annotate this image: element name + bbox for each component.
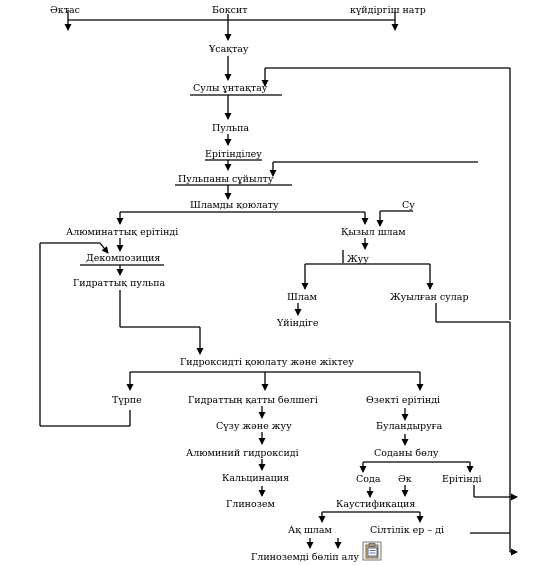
node-pulpany-suyultu: Пульпаны сұйылту [178,174,274,185]
node-kyzyl-shlam: Қызыл шлам [341,227,406,238]
clipboard-icon[interactable] [362,541,382,561]
node-kalcinaciya: Кальцинация [222,473,289,484]
node-eritindiley: Ерітінділеу [205,149,262,160]
node-gidrat-katy: Гидраттың қатты бөлшегі [188,395,318,406]
node-uindige: Үйіндіге [276,318,319,329]
node-boksit: Боксит [212,5,248,16]
node-aluminat: Алюминаттық ерітінді [66,227,178,238]
node-shlam: Шлам [287,292,318,303]
node-eritindi: Ерітінді [442,474,482,485]
node-suly-unt: Сулы ұнтақтау [193,83,268,94]
node-soda: Сода [356,474,381,485]
node-shlamdy-koiu: Шламды қоюлату [190,200,279,211]
node-al-gidroksid: Алюминий гидроксиді [186,448,299,459]
node-ak: Әк [398,474,412,485]
node-kaustifikaciya: Каустификация [336,499,415,510]
node-usaktau: Ұсақтау [208,44,249,55]
node-ozekti: Өзекті ерітінді [366,395,440,406]
node-gidrat-pulpa: Гидраттық пульпа [73,278,166,289]
node-zhuu: Жуу [347,254,369,265]
node-suzu-zhuu: Сүзу және жуу [216,421,292,432]
node-kuidirgish: күйдіргіш натр [350,5,426,16]
node-gidroksid-koiu: Гидроксидті қоюлату және жіктеу [180,357,354,368]
node-ak-shlam: Ақ шлам [288,525,333,536]
connector-lines [39,10,518,556]
node-turpe: Түрпе [112,395,142,406]
node-glinozem: Глинозем [226,499,276,510]
node-ektas: Әктас [50,5,80,16]
node-zhuylgan-sular: Жуылған сулар [390,292,469,303]
node-bolip-alu: Глиноземді бөліп алу [251,552,359,563]
node-bulandyru: Буландыруға [376,421,443,432]
node-siltilik: Сілтілік ер – ді [370,525,444,536]
node-su: Су [402,200,415,211]
node-labels: Әктас Боксит күйдіргіш натр Ұсақтау Сулы… [50,5,482,563]
node-pulpa: Пульпа [212,123,249,134]
node-sodany-bolu: Соданы бөлу [374,448,439,459]
node-dekompoziciya: Декомпозиция [86,253,160,264]
